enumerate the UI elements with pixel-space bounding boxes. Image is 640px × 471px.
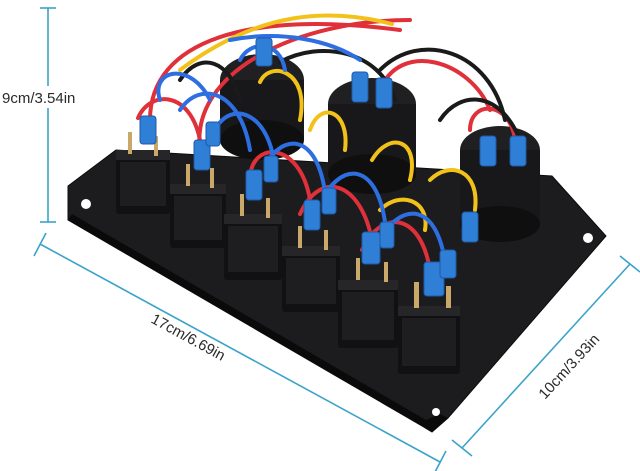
rocker-switch xyxy=(282,246,340,312)
wire-harness xyxy=(136,13,522,272)
rocker-switch xyxy=(398,306,460,374)
mount-hole-right xyxy=(583,233,593,243)
length-dimension xyxy=(33,232,447,471)
length-dimension-label: 17cm/6.69in xyxy=(148,311,228,365)
rocker-switch xyxy=(116,150,170,214)
rocker-switch xyxy=(224,214,282,280)
rocker-switch xyxy=(170,184,226,248)
mount-hole-bottom xyxy=(432,408,440,416)
height-dimension xyxy=(40,7,56,223)
height-dimension-label: 9cm/3.54in xyxy=(2,90,75,107)
socket xyxy=(328,78,416,194)
connectors xyxy=(139,37,527,297)
terminal-pins xyxy=(128,132,451,308)
mount-hole-left xyxy=(81,199,91,209)
width-dimension-label: 10cm/3.93in xyxy=(535,331,603,403)
width-dimension xyxy=(451,255,640,457)
rocker-switch xyxy=(338,280,398,348)
